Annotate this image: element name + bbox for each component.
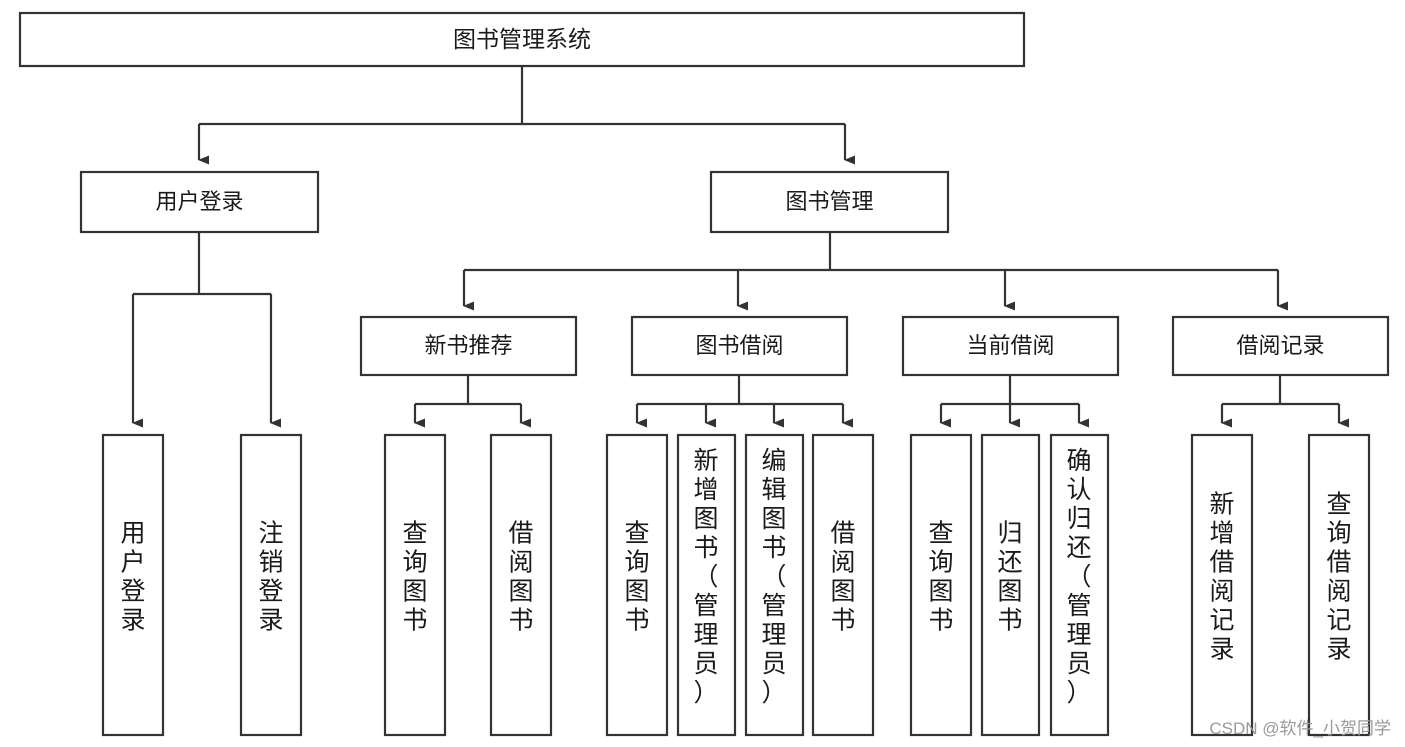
leaf-return-book-label: 归还图书	[997, 520, 1022, 635]
node-new-book-recommend-label: 新书推荐	[424, 333, 512, 358]
node-book-management-label: 图书管理	[785, 189, 873, 214]
node-borrow-record-box[interactable]	[1171, 315, 1390, 377]
leaf-return-book-box[interactable]	[980, 433, 1041, 737]
leaf-add-record-box[interactable]	[1190, 433, 1254, 737]
leaf-borrow-book-1-label: 借阅图书	[508, 520, 533, 635]
leaf-borrow-book-1-box[interactable]	[489, 433, 553, 737]
leaf-borrow-book-1[interactable]: 借阅图书	[489, 433, 553, 737]
leaf-confirm-return[interactable]: 确认归还（管理员）	[1049, 433, 1110, 737]
leaf-logout-box[interactable]	[239, 433, 303, 737]
leaf-confirm-return-label: 确认归还（管理员）	[1066, 447, 1091, 707]
connector-group-book-borrow	[635, 375, 853, 428]
leaf-confirm-return-box[interactable]	[1049, 433, 1110, 737]
node-borrow-record-label: 借阅记录	[1236, 333, 1324, 358]
node-book-management[interactable]: 图书管理	[709, 170, 950, 234]
leaf-query-book-3-label: 查询图书	[928, 520, 953, 635]
leaf-add-book[interactable]: 新增图书（管理员）	[676, 433, 737, 737]
node-user-login[interactable]: 用户登录	[79, 170, 320, 234]
node-new-book-recommend[interactable]: 新书推荐	[359, 315, 578, 377]
leaf-user-login-box[interactable]	[101, 433, 165, 737]
leaf-query-book-2-label: 查询图书	[624, 520, 649, 635]
connector-group-root	[197, 66, 855, 165]
leaf-query-record-box[interactable]	[1307, 433, 1371, 737]
leaf-user-login[interactable]: 用户登录	[101, 433, 165, 737]
leaf-logout[interactable]: 注销登录	[239, 433, 303, 737]
leaf-query-book-3[interactable]: 查询图书	[909, 433, 973, 737]
node-current-borrow[interactable]: 当前借阅	[901, 315, 1120, 377]
leaf-query-book-1-box[interactable]	[383, 433, 447, 737]
leaf-return-book[interactable]: 归还图书	[980, 433, 1041, 737]
leaf-add-book-label: 新增图书（管理员）	[693, 447, 718, 707]
node-user-login-box[interactable]	[79, 170, 320, 234]
leaf-borrow-book-2-label: 借阅图书	[830, 520, 855, 635]
node-new-book-recommend-box[interactable]	[359, 315, 578, 377]
leaf-query-record[interactable]: 查询借阅记录	[1307, 433, 1371, 737]
leaf-query-book-1-label: 查询图书	[402, 520, 427, 635]
node-current-borrow-box[interactable]	[901, 315, 1120, 377]
leaf-add-record-label: 新增借阅记录	[1209, 491, 1234, 664]
node-book-borrow-box[interactable]	[630, 315, 849, 377]
leaf-add-book-box[interactable]	[676, 433, 737, 737]
connector-group-current-borrow	[939, 375, 1089, 428]
node-borrow-record[interactable]: 借阅记录	[1171, 315, 1390, 377]
connector-group-new-book-recommend	[413, 375, 531, 428]
node-user-login-label: 用户登录	[155, 189, 243, 214]
connector-group-book-management	[462, 232, 1288, 311]
leaf-query-book-2-box[interactable]	[605, 433, 669, 737]
connector-group-user-login	[131, 232, 281, 428]
node-root-label: 图书管理系统	[453, 26, 591, 52]
node-book-management-box[interactable]	[709, 170, 950, 234]
node-root-box[interactable]	[18, 11, 1026, 68]
connector-group-borrow-record	[1220, 375, 1349, 428]
leaf-edit-book-box[interactable]	[744, 433, 805, 737]
leaf-logout-label: 注销登录	[258, 520, 283, 635]
leaf-user-login-label: 用户登录	[120, 520, 145, 635]
leaf-borrow-book-2[interactable]: 借阅图书	[811, 433, 875, 737]
leaf-query-record-label: 查询借阅记录	[1326, 491, 1351, 664]
leaf-query-book-2[interactable]: 查询图书	[605, 433, 669, 737]
leaf-edit-book[interactable]: 编辑图书（管理员）	[744, 433, 805, 737]
node-book-borrow[interactable]: 图书借阅	[630, 315, 849, 377]
leaf-query-book-3-box[interactable]	[909, 433, 973, 737]
leaf-edit-book-label: 编辑图书（管理员）	[761, 447, 786, 707]
node-root[interactable]: 图书管理系统	[18, 11, 1026, 68]
node-book-borrow-label: 图书借阅	[695, 333, 783, 358]
node-current-borrow-label: 当前借阅	[966, 333, 1054, 358]
leaf-add-record[interactable]: 新增借阅记录	[1190, 433, 1254, 737]
leaf-query-book-1[interactable]: 查询图书	[383, 433, 447, 737]
leaf-borrow-book-2-box[interactable]	[811, 433, 875, 737]
